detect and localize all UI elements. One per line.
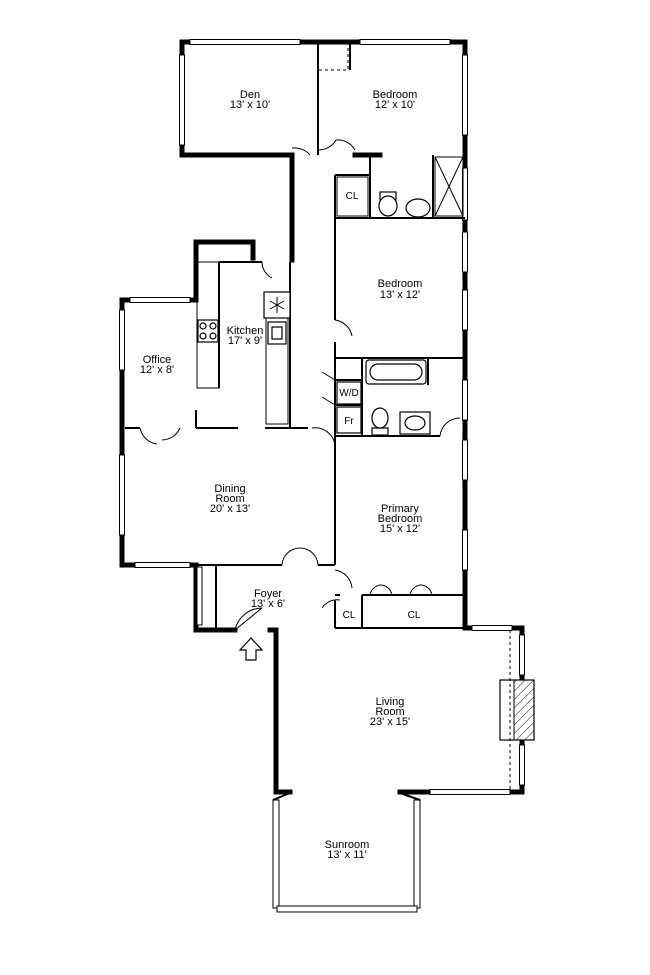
- dining-name-1: Dining: [214, 483, 245, 495]
- closet-label-1: CL: [346, 191, 359, 202]
- den-dims: 13' x 10': [230, 99, 270, 111]
- closet-label-2: CL: [343, 610, 356, 621]
- living-name-1: Living: [376, 696, 405, 708]
- closet-label-3: CL: [408, 610, 421, 621]
- foyer-name: Foyer: [254, 588, 282, 600]
- kitchen-name: Kitchen: [227, 325, 264, 337]
- bedroom-mid-dims: 13' x 12': [380, 289, 420, 301]
- office-name: Office: [143, 354, 172, 366]
- bedroom-mid-name: Bedroom: [378, 278, 423, 290]
- den-name: Den: [240, 89, 260, 101]
- dining-dims: 20' x 13': [210, 503, 250, 515]
- room-labels: Den 13' x 10' Bedroom 12' x 10' Bedroom …: [140, 89, 422, 861]
- primary-name-2: Bedroom: [378, 513, 423, 525]
- dining-name-2: Room: [215, 493, 244, 505]
- interior-walls: [125, 41, 465, 629]
- living-dims: 23' x 15': [370, 716, 410, 728]
- sunroom-name: Sunroom: [325, 839, 370, 851]
- kitchen-dims: 17' x 9': [228, 335, 262, 347]
- doors: [139, 139, 461, 631]
- office-dims: 12' x 8': [140, 364, 174, 376]
- living-name-2: Room: [375, 706, 404, 718]
- fridge-label: Fr: [344, 416, 354, 427]
- washer-dryer-label: W/D: [339, 388, 358, 399]
- fixtures: [197, 176, 535, 790]
- windows: [119, 39, 525, 795]
- primary-name-1: Primary: [381, 503, 419, 515]
- sunroom-dims: 13' x 11': [327, 849, 366, 861]
- foyer-dims: 13' x 6': [251, 598, 285, 610]
- primary-dims: 15' x 12': [380, 523, 420, 535]
- bedroom-top-dims: 12' x 10': [375, 99, 415, 111]
- bedroom-top-name: Bedroom: [373, 89, 418, 101]
- sunroom-walls: [272, 792, 421, 913]
